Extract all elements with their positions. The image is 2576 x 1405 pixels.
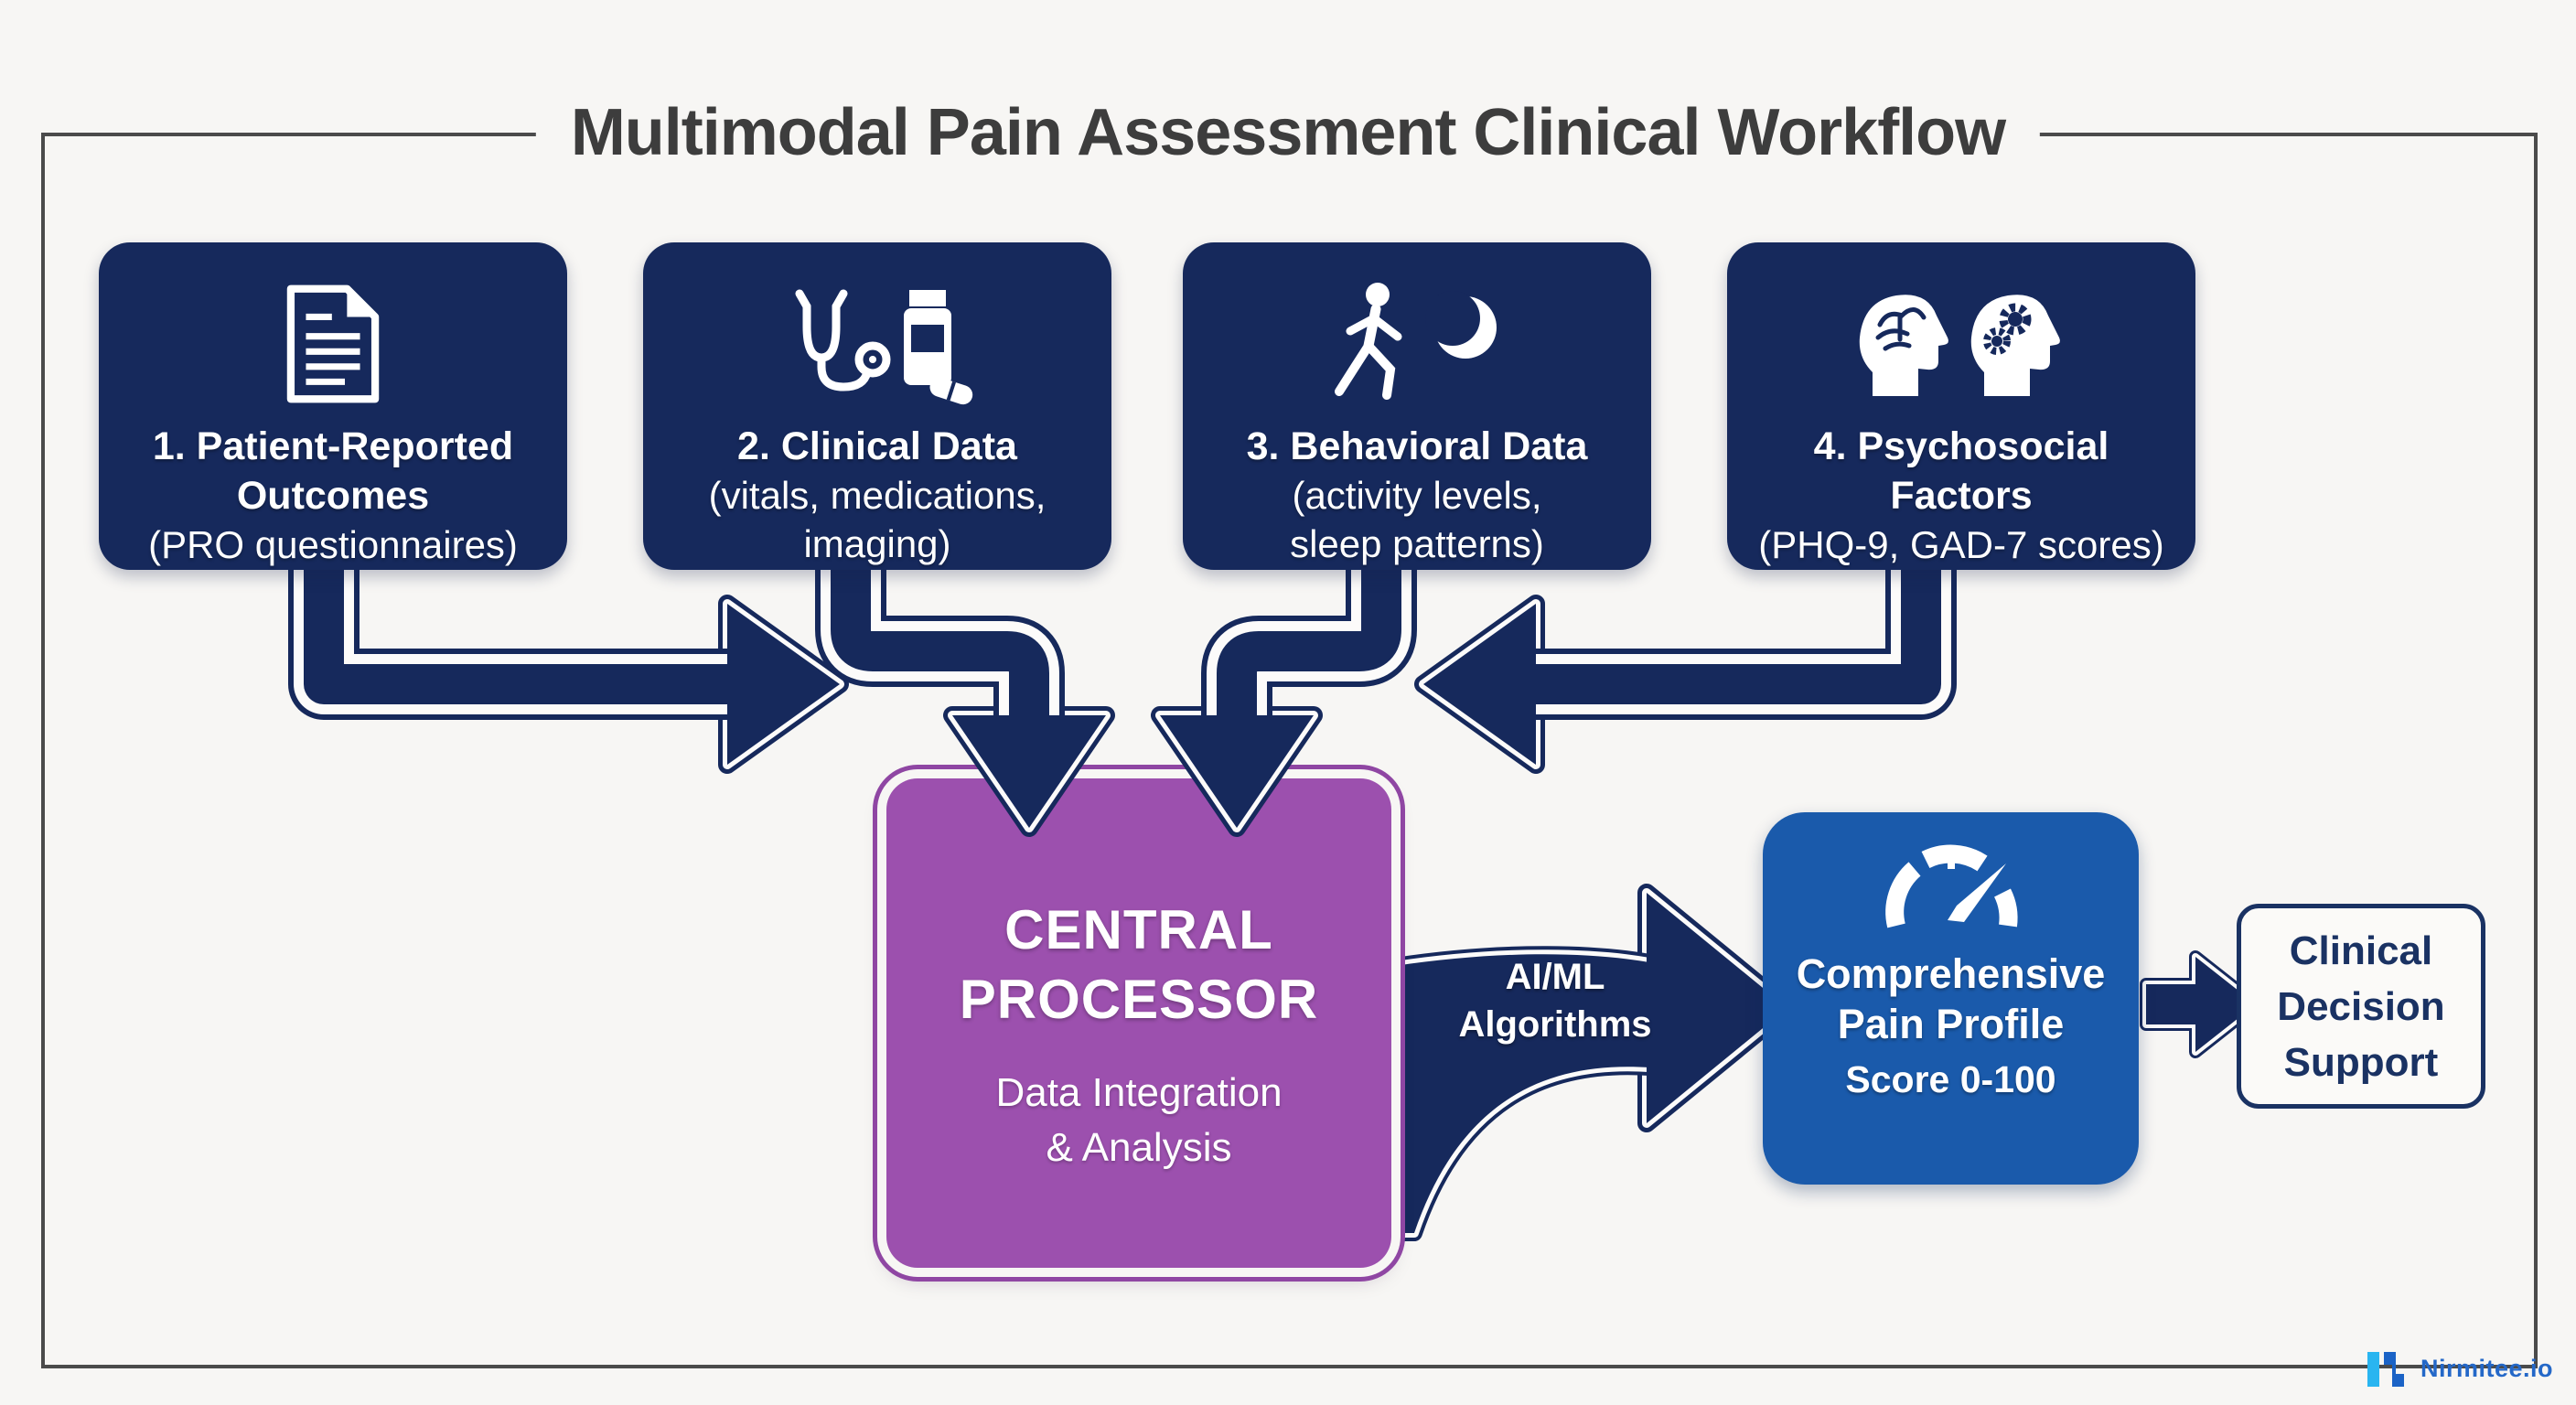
arrow-from-patient-reported [288,547,849,774]
arrow-from-psychosocial [1414,547,1957,774]
box1-subtitle: (PRO questionnaires) [148,523,518,566]
box2-subtitle-line2: imaging) [803,522,951,565]
box1-text: 1. Patient-Reported Outcomes (PRO questi… [148,422,518,569]
gauge-icon [1878,836,2024,936]
document-icon [278,272,388,416]
box-comprehensive-pain-profile: Comprehensive Pain Profile Score 0-100 [1763,812,2139,1185]
nirmitee-logo-text: Nirmitee.io [2420,1354,2554,1382]
page-title: Multimodal Pain Assessment Clinical Work… [535,91,2041,174]
box1-title-line2: Outcomes [236,474,430,518]
ai-ml-label-line2: Algorithms [1458,1004,1652,1045]
walking-person-moon-icon [1321,272,1513,416]
pain-profile-line2: Pain Profile [1837,1001,2065,1047]
box-clinical-decision-support: Clinical Decision Support [2237,904,2485,1109]
box3-subtitle-line2: sleep patterns) [1290,522,1544,565]
pain-profile-text: Comprehensive Pain Profile Score 0-100 [1797,949,2106,1101]
cds-line3: Support [2283,1039,2439,1085]
box3-subtitle-line1: (activity levels, [1292,474,1542,517]
box2-text: 2. Clinical Data (vitals, medications, i… [709,422,1046,568]
processor-title-line2: PROCESSOR [959,969,1319,1030]
pain-profile-line1: Comprehensive [1796,950,2106,997]
pain-profile-score: Score 0-100 [1845,1058,2056,1100]
box-clinical-data: 2. Clinical Data (vitals, medications, i… [643,242,1111,570]
cds-line1: Clinical [2289,928,2433,973]
box-behavioral-data: 3. Behavioral Data (activity levels, sle… [1183,242,1651,570]
processor-subtitle: Data Integration & Analysis [995,1066,1282,1175]
arrow-profile-to-decision [2140,950,2262,1058]
cds-line2: Decision [2277,983,2445,1029]
brain-head-gears-head-icon [1856,272,2066,416]
box1-title-line1: 1. Patient-Reported [152,424,514,468]
box2-title: 2. Clinical Data [737,424,1017,468]
processor-title-line1: CENTRAL [1004,899,1273,960]
box4-title-line1: 4. Psychosocial [1813,424,2109,468]
nirmitee-logo: Nirmitee.io [2366,1346,2553,1390]
processor-subtitle-line2: & Analysis [1046,1125,1232,1170]
stethoscope-pill-bottle-icon [772,272,982,416]
arrow-from-clinical-data [815,547,1115,837]
ai-ml-label-line1: AI/ML [1505,957,1605,997]
box4-text: 4. Psychosocial Factors (PHQ-9, GAD-7 sc… [1758,422,2163,569]
box4-subtitle: (PHQ-9, GAD-7 scores) [1758,523,2164,566]
box3-title: 3. Behavioral Data [1246,424,1588,468]
central-processor-box: CENTRAL PROCESSOR Data Integration & Ana… [886,778,1391,1268]
box4-title-line2: Factors [1890,474,2033,518]
box-patient-reported-outcomes: 1. Patient-Reported Outcomes (PRO questi… [99,242,567,570]
ai-ml-label: AI/ML Algorithms [1442,953,1669,1048]
box-psychosocial-factors: 4. Psychosocial Factors (PHQ-9, GAD-7 sc… [1727,242,2195,570]
processor-subtitle-line1: Data Integration [995,1070,1283,1115]
arrow-from-behavioral-data [1151,547,1417,837]
box3-text: 3. Behavioral Data (activity levels, sle… [1247,422,1588,568]
processor-title: CENTRAL PROCESSOR [960,896,1318,1035]
nirmitee-logo-icon [2367,1352,2404,1387]
box2-subtitle-line1: (vitals, medications, [708,474,1046,517]
